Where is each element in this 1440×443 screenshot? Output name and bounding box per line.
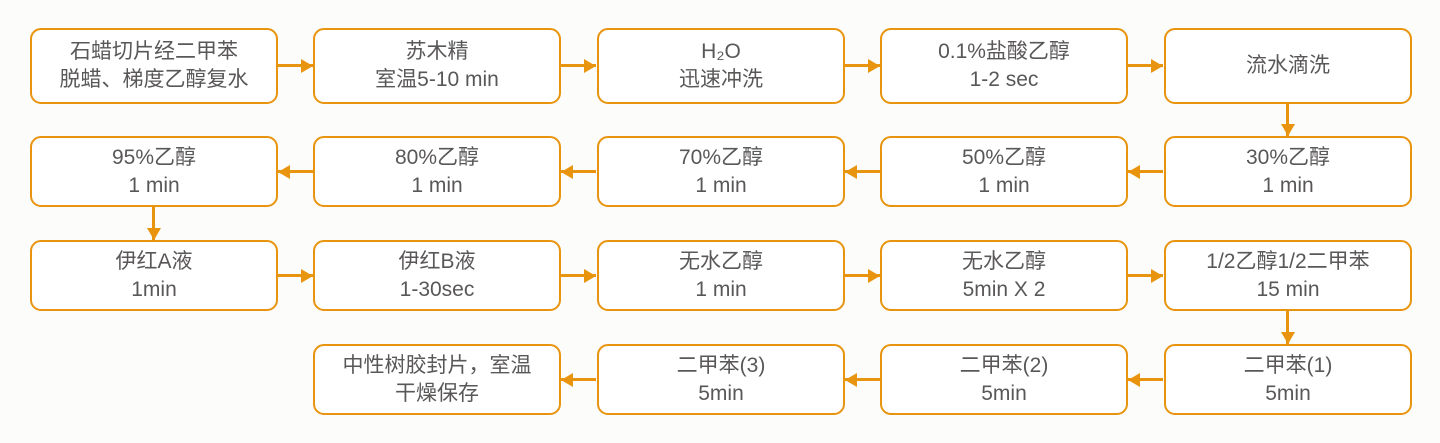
step-detail: 干燥保存 (395, 381, 479, 405)
step-xylene-2: 二甲苯(2) 5min (880, 344, 1128, 415)
step-label: 苏木精 (405, 40, 469, 64)
arrow-left-icon (845, 170, 880, 173)
step-detail: 5min (698, 381, 744, 405)
step-detail: 5min (981, 381, 1027, 405)
step-detail: 迅速冲洗 (679, 68, 763, 91)
arrow-left-icon (561, 378, 596, 381)
step-label: 二甲苯(3) (676, 353, 766, 377)
step-mounting: 中性树胶封片，室温 干燥保存 (313, 344, 561, 415)
arrow-down-icon (1286, 311, 1289, 344)
step-ethanol-70: 70%乙醇 1 min (597, 136, 845, 207)
arrow-down-icon (1286, 104, 1289, 136)
arrow-right-icon (1128, 64, 1163, 67)
step-water-rinse: H₂O 迅速冲洗 (597, 28, 845, 104)
step-detail: 5min (1265, 381, 1311, 405)
step-label: 95%乙醇 (111, 145, 197, 169)
step-detail: 5min X 2 (962, 277, 1046, 301)
arrow-down-icon (152, 207, 155, 240)
step-label: 1/2乙醇1/2二甲苯 (1206, 249, 1370, 273)
step-detail: 1-30sec (399, 277, 475, 301)
step-ethanol-50: 50%乙醇 1 min (880, 136, 1128, 207)
step-label: 无水乙醇 (679, 249, 763, 273)
arrow-left-icon (1128, 378, 1163, 381)
step-label: 二甲苯(2) (959, 353, 1049, 377)
arrow-right-icon (561, 274, 596, 277)
step-xylene-3: 二甲苯(3) 5min (597, 344, 845, 415)
arrow-right-icon (845, 64, 880, 67)
arrow-right-icon (845, 274, 880, 277)
step-label: 70%乙醇 (678, 145, 764, 169)
step-ethanol-80: 80%乙醇 1 min (313, 136, 561, 207)
step-hematoxylin: 苏木精 室温5-10 min (313, 28, 561, 104)
step-detail: 脱蜡、梯度乙醇复水 (59, 68, 249, 91)
arrow-right-icon (561, 64, 596, 67)
step-detail: 1 min (1262, 173, 1314, 197)
step-label: 二甲苯(1) (1243, 353, 1333, 377)
step-detail: 1min (131, 277, 177, 301)
step-label: 伊红B液 (398, 249, 476, 273)
step-label: 中性树胶封片，室温 (342, 353, 532, 377)
step-ethanol-30: 30%乙醇 1 min (1164, 136, 1412, 207)
step-label: 流水滴洗 (1246, 54, 1330, 78)
arrow-right-icon (1128, 274, 1163, 277)
step-eosin-b: 伊红B液 1-30sec (313, 240, 561, 311)
arrow-left-icon (561, 170, 596, 173)
arrow-right-icon (278, 64, 313, 67)
step-detail: 1 min (978, 173, 1030, 197)
arrow-left-icon (1128, 170, 1163, 173)
step-running-water: 流水滴洗 (1164, 28, 1412, 104)
step-label: 80%乙醇 (394, 145, 480, 169)
step-detail: 1 min (128, 173, 180, 197)
step-label: 50%乙醇 (961, 145, 1047, 169)
step-label: 无水乙醇 (962, 249, 1046, 273)
arrow-left-icon (845, 378, 880, 381)
step-xylene-1: 二甲苯(1) 5min (1164, 344, 1412, 415)
step-ethanol-95: 95%乙醇 1 min (30, 136, 278, 207)
arrow-left-icon (278, 170, 313, 173)
step-detail: 1-2 sec (969, 68, 1039, 91)
step-ethanol-xylene-mix: 1/2乙醇1/2二甲苯 15 min (1164, 240, 1412, 311)
step-label: 0.1%盐酸乙醇 (938, 40, 1070, 64)
step-label: 30%乙醇 (1245, 145, 1331, 169)
step-deparaffinize: 石蜡切片经二甲苯 脱蜡、梯度乙醇复水 (30, 28, 278, 104)
step-label: 伊红A液 (115, 249, 193, 273)
step-label: H₂O (701, 40, 741, 64)
step-detail: 1 min (695, 277, 747, 301)
step-absolute-ethanol-1: 无水乙醇 1 min (597, 240, 845, 311)
step-detail: 1 min (411, 173, 463, 197)
step-absolute-ethanol-2: 无水乙醇 5min X 2 (880, 240, 1128, 311)
step-eosin-a: 伊红A液 1min (30, 240, 278, 311)
step-acid-alcohol: 0.1%盐酸乙醇 1-2 sec (880, 28, 1128, 104)
step-label: 石蜡切片经二甲苯 (70, 40, 238, 64)
step-detail: 15 min (1256, 277, 1320, 301)
step-detail: 室温5-10 min (375, 68, 499, 91)
arrow-right-icon (278, 274, 313, 277)
step-detail: 1 min (695, 173, 747, 197)
